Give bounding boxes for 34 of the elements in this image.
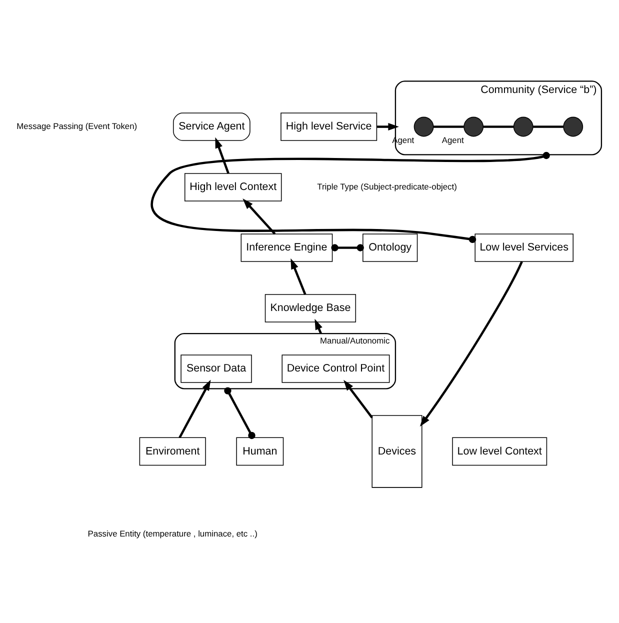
node-circle	[563, 116, 584, 137]
arrow	[344, 380, 373, 418]
node-box: Ontology	[362, 234, 418, 262]
node-label: Agent	[442, 135, 464, 146]
connector	[331, 244, 364, 252]
arrow	[290, 258, 306, 295]
node-circle	[414, 116, 434, 137]
arrow	[377, 123, 399, 131]
node-box: Knowledge Base	[264, 294, 356, 322]
node-circle	[464, 116, 484, 137]
node-circle	[513, 116, 534, 137]
label: Message Passing (Event Token)	[16, 120, 138, 131]
node-box: Service Agent	[173, 112, 250, 141]
connector	[434, 126, 464, 128]
node-box: Low level Context	[452, 437, 548, 466]
connector	[533, 126, 564, 128]
node-box: High level Context	[184, 173, 282, 202]
node-box: Devices	[372, 415, 422, 488]
node-box: High level Service	[280, 112, 378, 141]
node-box: Sensor Data	[180, 354, 252, 383]
node-box: Human	[236, 437, 284, 466]
arrow	[420, 261, 523, 427]
label: Triple Type (Subject-predicate-object)	[317, 181, 457, 192]
connector	[483, 126, 514, 128]
node-box: Enviroment	[139, 437, 206, 466]
label: Passive Entity (temperature , luminace, etc ..)	[88, 528, 258, 538]
connector	[224, 387, 256, 440]
node-box: Device Control Point	[282, 354, 390, 383]
arrow	[215, 137, 230, 174]
arrow	[178, 380, 211, 438]
node-box: Low level Services	[474, 234, 574, 262]
node-box: Inference Engine	[240, 234, 333, 262]
connector	[151, 152, 550, 244]
arrow	[242, 198, 276, 235]
